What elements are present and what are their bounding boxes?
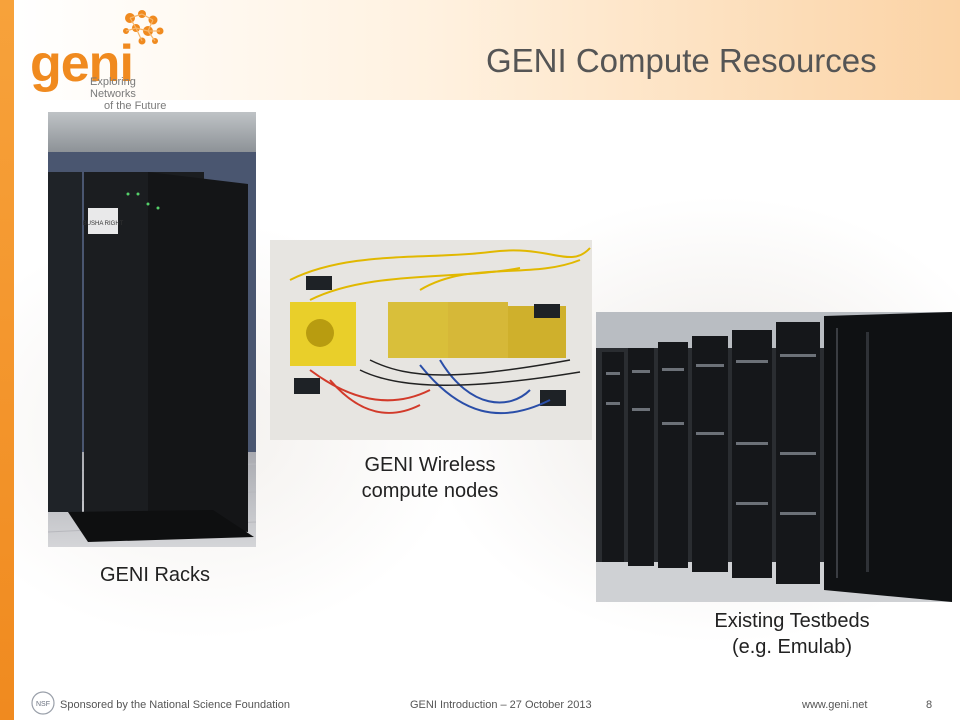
caption-line: GENI Racks: [99, 564, 211, 586]
geni-logo-icon: [123, 10, 164, 45]
geni-rack-illustration: BUSHA RIGHT: [48, 112, 256, 547]
caption-geni-wireless: GENI Wireless compute nodes: [310, 452, 550, 504]
caption-line: (e.g. Emulab): [731, 636, 853, 658]
testbeds-illustration: [596, 312, 952, 602]
logo-tagline: Exploring Networks of the Future: [90, 76, 176, 112]
caption-line: GENI Wireless: [364, 454, 496, 476]
footer-page-number: 8: [926, 699, 933, 711]
nsf-logo-icon: NSF: [31, 691, 55, 715]
rack-sticker-text: BUSHA RIGHT: [83, 221, 124, 227]
caption-geni-racks: GENI Racks: [40, 562, 270, 588]
caption-line: compute nodes: [361, 480, 499, 502]
testbeds-photo: [596, 312, 952, 602]
footer-website-link[interactable]: www.geni.net: [802, 699, 868, 711]
caption-line: Existing Testbeds: [714, 610, 870, 632]
footer-presentation-info: GENI Introduction – 27 October 2013: [410, 699, 592, 711]
logo-wordmark: geni: [30, 35, 134, 93]
slide-title: GENI Compute Resources: [486, 42, 877, 79]
geni-rack-photo: BUSHA RIGHT: [48, 112, 256, 547]
accent-side-bar: [0, 0, 14, 720]
header-band: [14, 0, 960, 100]
caption-existing-testbeds: Existing Testbeds (e.g. Emulab): [672, 608, 912, 660]
wireless-nodes-photo: [270, 240, 592, 440]
footer-sponsor: Sponsored by the National Science Founda…: [60, 699, 290, 711]
logo-tagline-line-2: of the Future: [104, 100, 167, 112]
wireless-nodes-illustration: [270, 240, 592, 440]
nsf-logo-text: NSF: [36, 701, 50, 708]
logo-tagline-line-1: Exploring Networks: [90, 76, 136, 100]
geni-logo: geni Exploring Networks of the Future: [26, 6, 176, 112]
